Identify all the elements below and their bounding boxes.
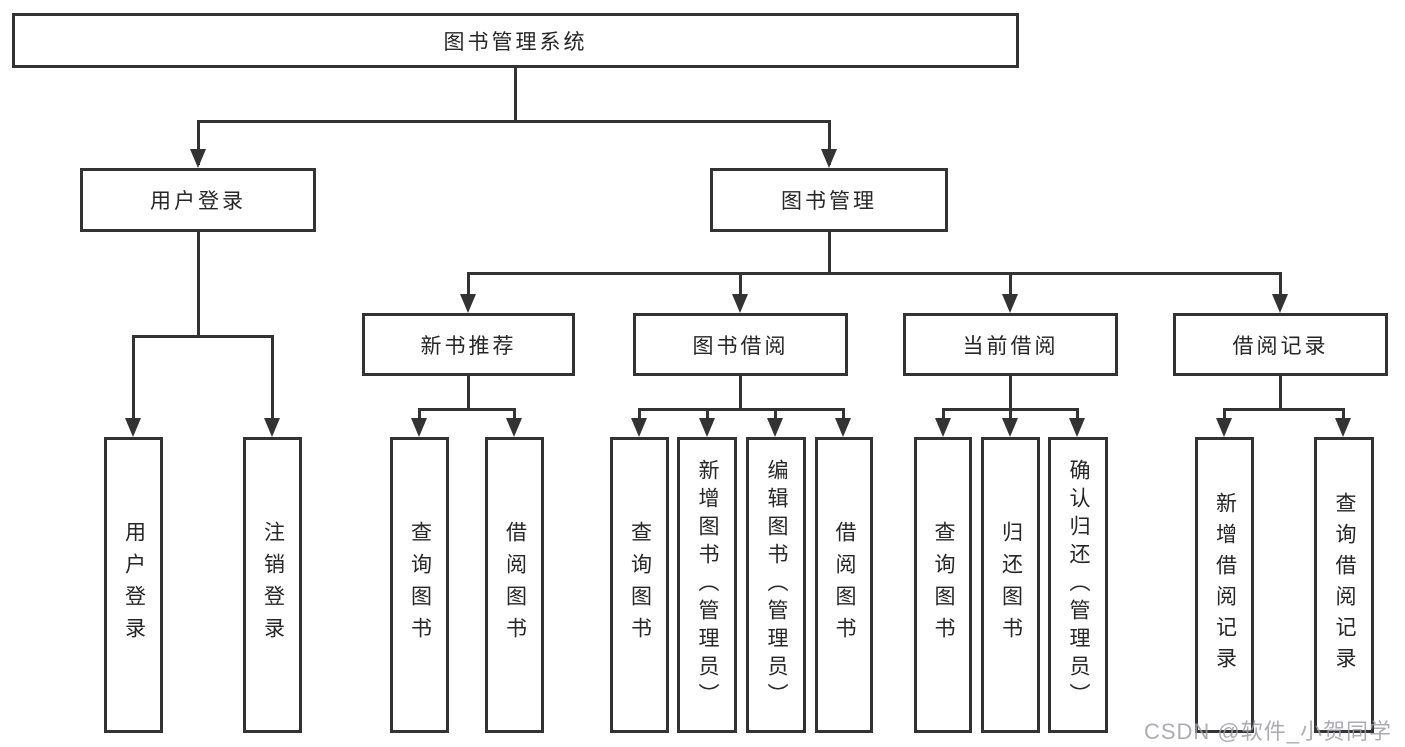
node-book-borrow: 图书借阅 (633, 313, 848, 376)
connector-line (514, 68, 517, 120)
node-new-book-recommend-label: 新书推荐 (420, 334, 517, 358)
arrowhead-down-icon (460, 294, 476, 313)
node-borrow-records-label: 借阅记录 (1232, 334, 1329, 358)
node-new-book-recommend: 新书推荐 (362, 313, 575, 376)
arrowhead-down-icon (699, 418, 715, 437)
connector-line (774, 408, 777, 422)
arrowhead-down-icon (1335, 418, 1351, 437)
leaf-add-book-admin-label: 新增图书（管理员） (696, 459, 719, 711)
connector-line (828, 120, 831, 165)
arrowhead-down-icon (1002, 418, 1018, 437)
watermark: CSDN @软件_小贺同学 (1143, 719, 1392, 744)
connector-line (739, 376, 742, 408)
leaf-confirm-return-admin-label: 确认归还（管理员） (1067, 459, 1090, 711)
leaf-query-books-current-label: 查询图书 (932, 521, 955, 649)
leaf-add-borrow-record: 新增借阅记录 (1195, 437, 1254, 733)
node-user-login-label: 用户登录 (150, 190, 246, 213)
connector-line (638, 408, 641, 422)
connector-line (1223, 408, 1344, 411)
leaf-borrow-books-recommend: 借阅图书 (485, 437, 544, 733)
leaf-edit-book-admin-label: 编辑图书（管理员） (765, 459, 788, 711)
leaf-borrow-books-recommend-label: 借阅图书 (503, 521, 527, 649)
arrowhead-down-icon (732, 294, 748, 313)
node-book-management: 图书管理 (710, 168, 948, 232)
connector-line (1009, 408, 1012, 422)
arrowhead-down-icon (935, 418, 951, 437)
leaf-query-books-borrow: 查询图书 (610, 437, 669, 733)
connector-line (132, 335, 274, 338)
connector-line (842, 408, 845, 422)
leaf-borrow-books-2-label: 借阅图书 (833, 521, 856, 649)
node-borrow-records: 借阅记录 (1173, 313, 1388, 376)
leaf-logout-label: 注销登录 (261, 521, 285, 649)
connector-line (197, 232, 200, 335)
connector-line (132, 335, 135, 419)
arrowhead-down-icon (125, 418, 141, 437)
arrowhead-down-icon (767, 418, 783, 437)
connector-line (197, 120, 831, 123)
leaf-query-books-borrow-label: 查询图书 (628, 521, 652, 649)
leaf-logout: 注销登录 (243, 437, 302, 733)
leaf-query-books-current: 查询图书 (914, 437, 972, 733)
arrowhead-down-icon (821, 149, 837, 168)
arrowhead-down-icon (190, 149, 206, 168)
node-current-borrow-label: 当前借阅 (962, 334, 1059, 358)
leaf-edit-book-admin: 编辑图书（管理员） (746, 437, 806, 733)
leaf-query-borrow-record-label: 查询借阅记录 (1333, 492, 1356, 678)
leaf-query-books-recommend-label: 查询图书 (408, 521, 432, 649)
node-root-label: 图书管理系统 (443, 30, 588, 54)
node-book-management-label: 图书管理 (781, 190, 877, 213)
connector-line (513, 408, 516, 422)
arrowhead-down-icon (264, 418, 280, 437)
connector-line (467, 376, 470, 408)
connector-line (467, 272, 470, 296)
connector-line (1076, 408, 1079, 422)
leaf-return-books-label: 归还图书 (999, 521, 1023, 649)
connector-line (638, 408, 844, 411)
connector-line (1342, 408, 1345, 422)
connector-line (418, 408, 516, 411)
arrowhead-down-icon (1002, 294, 1018, 313)
connector-line (739, 272, 742, 296)
connector-line (1279, 272, 1282, 296)
node-current-borrow: 当前借阅 (903, 313, 1118, 376)
connector-line (942, 408, 945, 422)
connector-line (1279, 376, 1282, 408)
leaf-confirm-return-admin: 确认归还（管理员） (1048, 437, 1108, 733)
node-book-borrow-label: 图书借阅 (692, 334, 789, 358)
arrowhead-down-icon (506, 418, 522, 437)
node-root: 图书管理系统 (12, 13, 1019, 68)
leaf-add-borrow-record-label: 新增借阅记录 (1213, 492, 1237, 678)
leaf-return-books: 归还图书 (981, 437, 1040, 733)
leaf-query-borrow-record: 查询借阅记录 (1314, 437, 1374, 733)
arrowhead-down-icon (835, 418, 851, 437)
connector-line (271, 335, 274, 419)
connector-line (1009, 376, 1012, 408)
arrowhead-down-icon (411, 418, 427, 437)
connector-line (706, 408, 709, 422)
arrowhead-down-icon (1216, 418, 1232, 437)
arrowhead-down-icon (1272, 294, 1288, 313)
arrowhead-down-icon (1069, 418, 1085, 437)
leaf-user-login: 用户登录 (104, 437, 163, 733)
node-user-login: 用户登录 (80, 168, 316, 232)
connector-line (467, 272, 1281, 275)
connector-line (418, 408, 421, 422)
connector-line (197, 120, 200, 165)
leaf-borrow-books-2: 借阅图书 (815, 437, 873, 733)
leaf-user-login-label: 用户登录 (122, 521, 146, 649)
connector-line (1223, 408, 1226, 422)
connector-line (828, 232, 831, 272)
connector-line (1009, 272, 1012, 296)
leaf-add-book-admin: 新增图书（管理员） (677, 437, 737, 733)
arrowhead-down-icon (631, 418, 647, 437)
leaf-query-books-recommend: 查询图书 (390, 437, 449, 733)
